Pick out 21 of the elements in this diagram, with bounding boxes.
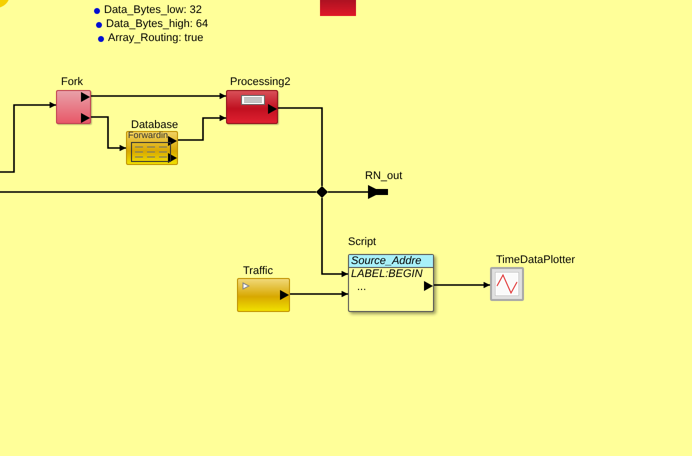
parameter-text: Array_Routing: true (108, 32, 204, 45)
script-header: Source_Addre (349, 255, 433, 268)
connector-arrow (178, 114, 226, 141)
parameter-text: Data_Bytes_low: 32 (104, 4, 202, 17)
block-title: Traffic (243, 265, 273, 278)
block-title: Processing2 (230, 76, 291, 89)
script-line: LABEL:BEGIN (350, 268, 424, 281)
connector-arrow (0, 102, 56, 173)
parameter-text: Data_Bytes_high: 64 (106, 18, 208, 31)
block-text: Forwardin (128, 130, 168, 141)
connector-arrow (91, 92, 226, 100)
block-title: TimeDataPlotter (496, 254, 576, 267)
block-title: Script (348, 236, 376, 249)
connector-arrow (434, 282, 490, 288)
connector-arrow (91, 116, 126, 152)
script-line: ... (356, 281, 368, 294)
block-title: RN_out (365, 170, 402, 183)
connector-arrow (321, 198, 348, 278)
block-title: Database (131, 119, 178, 132)
connector-arrow (290, 290, 348, 298)
block-title: Fork (61, 76, 83, 89)
